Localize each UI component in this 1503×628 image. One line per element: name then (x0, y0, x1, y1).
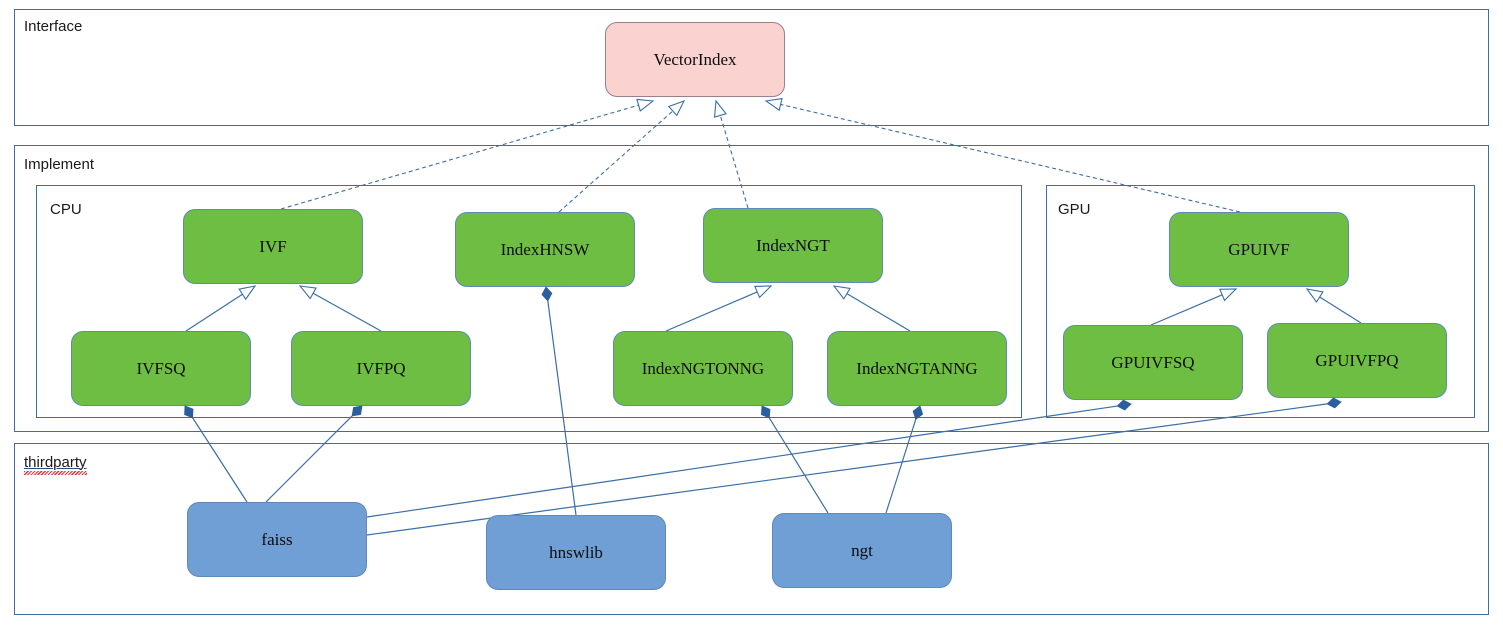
node-label: ngt (851, 540, 873, 560)
node-vectorindex[interactable]: VectorIndex (605, 22, 785, 97)
node-label: IndexNGTONNG (641, 358, 765, 378)
node-gpuivfpq[interactable]: GPUIVFPQ (1267, 323, 1447, 398)
node-ivfsq[interactable]: IVFSQ (71, 331, 251, 406)
group-label-thirdparty: thirdparty (24, 455, 87, 475)
spellcheck-squiggle-icon (24, 471, 87, 475)
node-indexngtonng[interactable]: IndexNGTONNG (613, 331, 793, 406)
group-label-interface: Interface (24, 18, 83, 35)
group-label-cpu: CPU (50, 201, 82, 218)
node-label: IVFPQ (356, 358, 406, 378)
node-gpuivf[interactable]: GPUIVF (1169, 212, 1349, 287)
group-label-implement: Implement (24, 156, 95, 173)
node-label: hnswlib (549, 542, 603, 562)
node-label: GPUIVFPQ (1315, 350, 1399, 370)
node-ivfpq[interactable]: IVFPQ (291, 331, 471, 406)
node-ngt[interactable]: ngt (772, 513, 952, 588)
node-label: faiss (261, 529, 293, 549)
node-label: IVF (259, 236, 287, 256)
node-label: IVFSQ (136, 358, 186, 378)
node-indexngtanng[interactable]: IndexNGTANNG (827, 331, 1007, 406)
node-label: GPUIVFSQ (1111, 352, 1195, 372)
group-interface (14, 9, 1489, 126)
node-label: IndexNGTANNG (856, 358, 978, 378)
node-faiss[interactable]: faiss (187, 502, 367, 577)
node-hnswlib[interactable]: hnswlib (486, 515, 666, 590)
node-label: VectorIndex (653, 49, 737, 69)
node-label: IndexNGT (756, 235, 830, 255)
node-label: GPUIVF (1228, 239, 1290, 259)
node-ivf[interactable]: IVF (183, 209, 363, 284)
node-indexngt[interactable]: IndexNGT (703, 208, 883, 283)
node-label: IndexHNSW (500, 239, 590, 259)
group-label-gpu: GPU (1058, 201, 1091, 218)
node-indexhnsw[interactable]: IndexHNSW (455, 212, 635, 287)
node-gpuivfsq[interactable]: GPUIVFSQ (1063, 325, 1243, 400)
